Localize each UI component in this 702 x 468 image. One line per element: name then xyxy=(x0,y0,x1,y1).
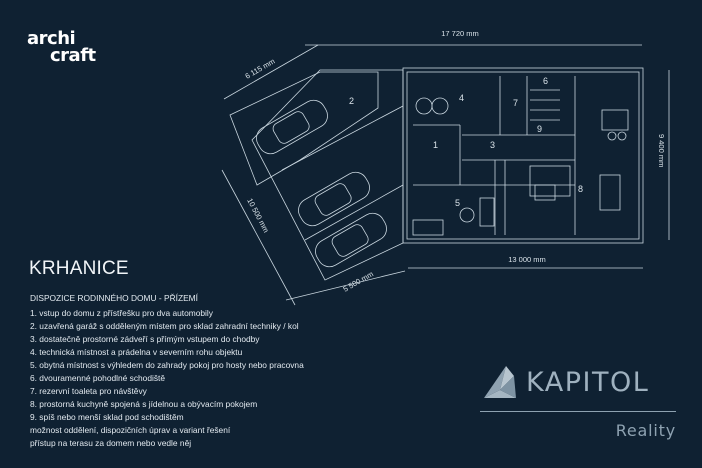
dim-garage: 6 115 mm xyxy=(244,57,277,81)
room-8: 8 xyxy=(578,184,583,194)
kapitol-tagline: Reality xyxy=(615,421,676,440)
car-carport-2 xyxy=(315,212,387,268)
dim-carport-bottom: 5 500 mm xyxy=(342,269,375,293)
room-description-list: 1. vstup do domu z přístřešku pro dva au… xyxy=(30,307,304,450)
room-4: 4 xyxy=(459,93,464,103)
room-6: 6 xyxy=(543,76,548,86)
car-garage xyxy=(256,99,328,155)
list-item: 8. prostorná kuchyně spojená s jídelnou … xyxy=(30,399,258,409)
list-item: 6. dvouramenné pohodlné schodiště xyxy=(30,373,166,383)
list-item: 4. technická místnost a prádelna v sever… xyxy=(30,347,243,357)
kapitol-triangle-icon xyxy=(484,366,516,398)
brand-line-2: craft xyxy=(50,45,96,66)
dim-top: 17 720 mm xyxy=(441,29,479,38)
list-item: možnost oddělení, dispozičních úprav a v… xyxy=(30,425,231,435)
list-item: 3. dostatečně prostorné zádveří s přímým… xyxy=(30,334,260,344)
room-3: 3 xyxy=(490,140,495,150)
list-item: 1. vstup do domu z přístřešku pro dva au… xyxy=(30,308,213,318)
archicraft-logo: archi craft xyxy=(27,28,96,66)
kapitol-wordmark: KAPITOL xyxy=(526,367,650,398)
logo-divider xyxy=(480,411,676,412)
list-item: 9. spíš nebo menší sklad pod schodištěm xyxy=(30,412,184,422)
list-item: 2. uzavřená garáž s odděleným místem pro… xyxy=(30,321,299,331)
room-7: 7 xyxy=(513,98,518,108)
room-2: 2 xyxy=(349,96,354,106)
project-subtitle: DISPOZICE RODINNÉHO DOMU - PŘÍZEMÍ xyxy=(30,293,198,303)
project-title: KRHANICE xyxy=(29,258,129,279)
dim-right: 9 400 mm xyxy=(657,134,666,167)
car-carport-1 xyxy=(298,171,370,227)
room-5: 5 xyxy=(455,198,460,208)
list-item: 7. rezervní toaleta pro návštěvy xyxy=(30,386,147,396)
brand-line-1: archi xyxy=(27,28,76,49)
dim-carport-left: 10 500 mm xyxy=(245,197,271,234)
room-1: 1 xyxy=(433,140,438,150)
list-item: 5. obytná místnost s výhledem do zahrady… xyxy=(30,360,304,370)
room-9: 9 xyxy=(537,124,542,134)
dim-bottom: 13 000 mm xyxy=(508,255,546,264)
list-item: přístup na terasu za domem nebo vedle ně… xyxy=(30,438,192,448)
